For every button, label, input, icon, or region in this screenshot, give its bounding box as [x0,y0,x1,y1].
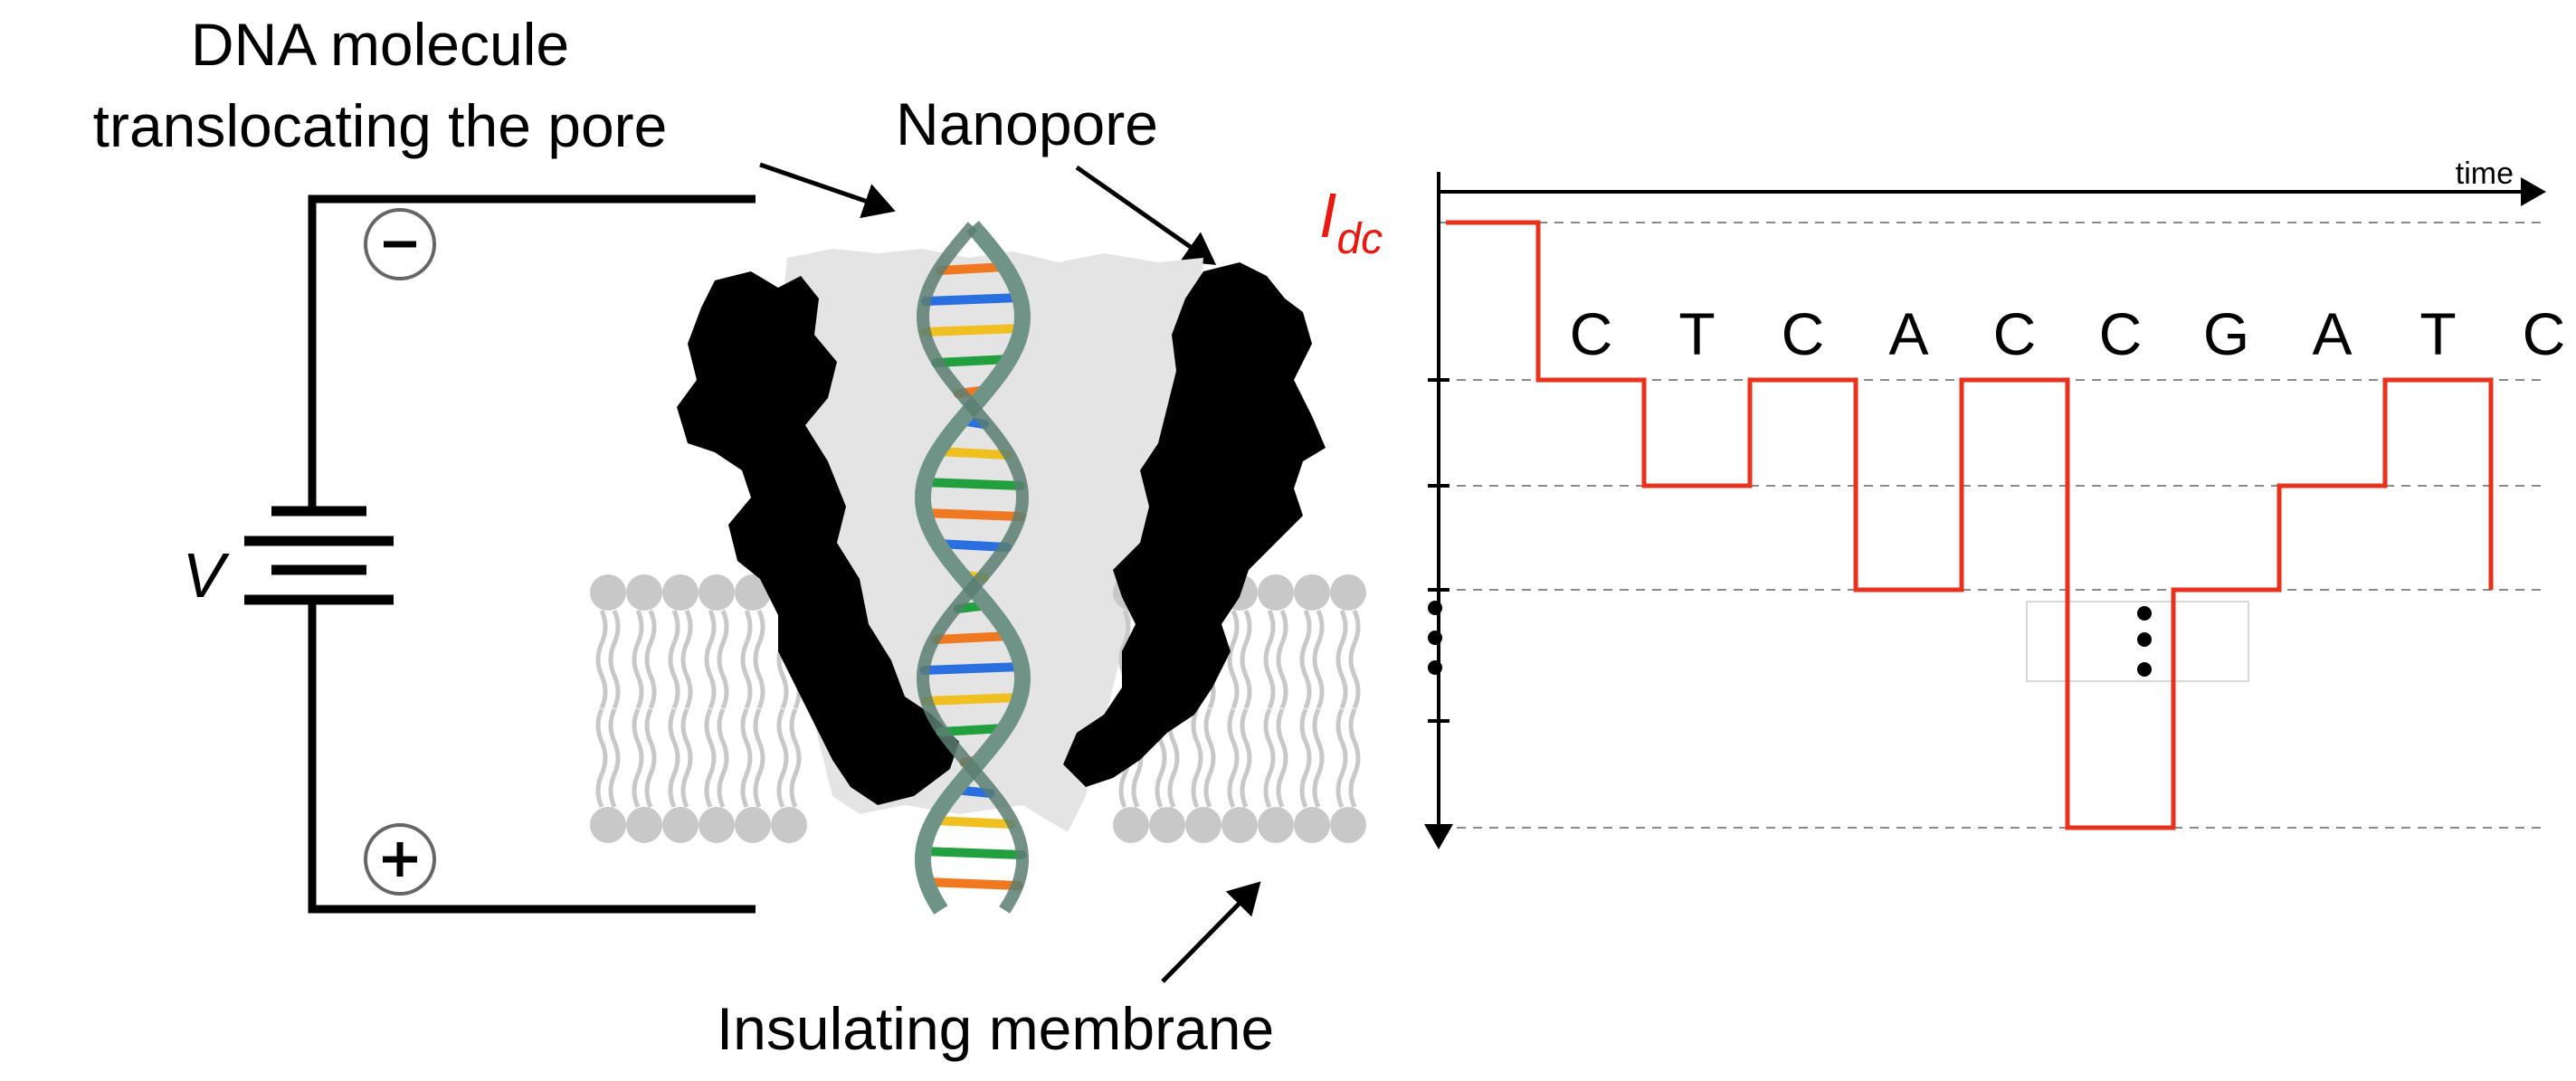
circuit: V [183,194,756,914]
base-pair-rung [936,724,1010,736]
dna-label-line1: DNA molecule [191,11,569,78]
lipid-molecule [735,574,771,843]
membrane-label: Insulating membrane [717,995,1274,1062]
base-pair-rung [919,324,1026,337]
helix-strand-1 [914,221,1031,915]
base-letter: T [1678,300,1715,367]
dna-double-helix [914,221,1031,915]
base-pair-rung [920,693,1025,706]
lipid-molecule [1330,574,1366,843]
nanopore-pointer-arrow [1075,165,1217,265]
nanopore-label: Nanopore [896,90,1158,157]
lipid-molecule [699,574,735,843]
plus-sign-icon [383,842,417,877]
base-pair-rung [919,508,1026,521]
base-letter: C [1570,300,1613,367]
base-pair-rung [931,355,1014,367]
base-letter: A [2312,300,2352,367]
base-pair-rung [919,662,1026,675]
lipid-molecule [1294,574,1330,843]
membrane-pointer-arrow [1161,881,1261,983]
lipid-molecule [590,574,626,843]
circuit-bottom-wire [308,597,756,914]
trace-ellipsis-icon [2137,606,2152,677]
base-letter: C [1993,300,2037,367]
circuit-top-wire [308,194,756,511]
idc-label-subscript: dc [1336,215,1383,263]
base-letter: C [2099,300,2143,367]
axis-ellipsis-icon [1428,601,1442,675]
base-letter: C [2523,300,2566,367]
lipid-molecule [626,574,662,843]
battery-symbol [244,506,394,605]
base-pair-rung [920,293,1025,306]
time-axis-label: time [2456,156,2514,191]
dna-label-line2: translocating the pore [93,92,668,159]
pore-protein-left [677,271,959,805]
base-letter: C [1782,300,1825,367]
pore-protein-right [1063,262,1326,787]
helix-strand-2 [916,222,1030,914]
base-pair-rung [919,478,1026,490]
base-letter: G [2203,300,2249,367]
lipid-bilayer [590,574,1366,843]
base-pair-rung [931,631,1014,644]
current-step-trace [1446,220,2494,830]
base-pair-rung [922,877,1023,890]
idc-label: Idc [1319,180,1383,263]
lipid-molecule [1258,574,1294,843]
base-letter: T [2419,300,2456,367]
base-letter: A [1888,300,1928,367]
lipid-molecule [662,574,699,843]
base-pair-rung [933,447,1012,460]
dna-pointer-arrow [759,162,896,219]
idc-label-main: I [1319,180,1336,251]
base-pair-rung [936,262,1010,275]
base-pair-rung [918,847,1027,859]
voltage-label: V [183,540,231,611]
base-pair-rung [933,539,1012,552]
base-pair-rung [929,816,1016,829]
current-axis-ticks [1428,378,1450,723]
